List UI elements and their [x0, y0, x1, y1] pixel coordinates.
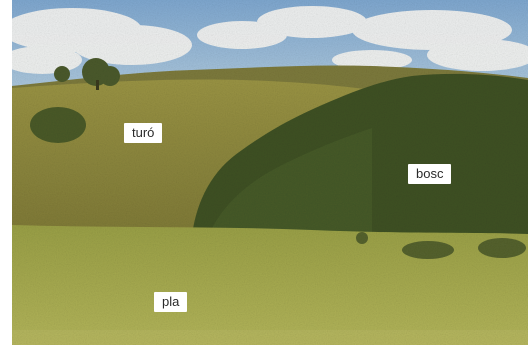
shrub [30, 107, 86, 143]
ridge-trees [54, 58, 120, 90]
label-forest: bosc [408, 164, 452, 184]
clouds [12, 6, 528, 74]
label-hill: turó [124, 123, 163, 143]
plain-bushes [356, 232, 526, 259]
plain [12, 225, 528, 345]
label-plain: pla [154, 292, 188, 312]
landscape-photo [12, 0, 528, 345]
